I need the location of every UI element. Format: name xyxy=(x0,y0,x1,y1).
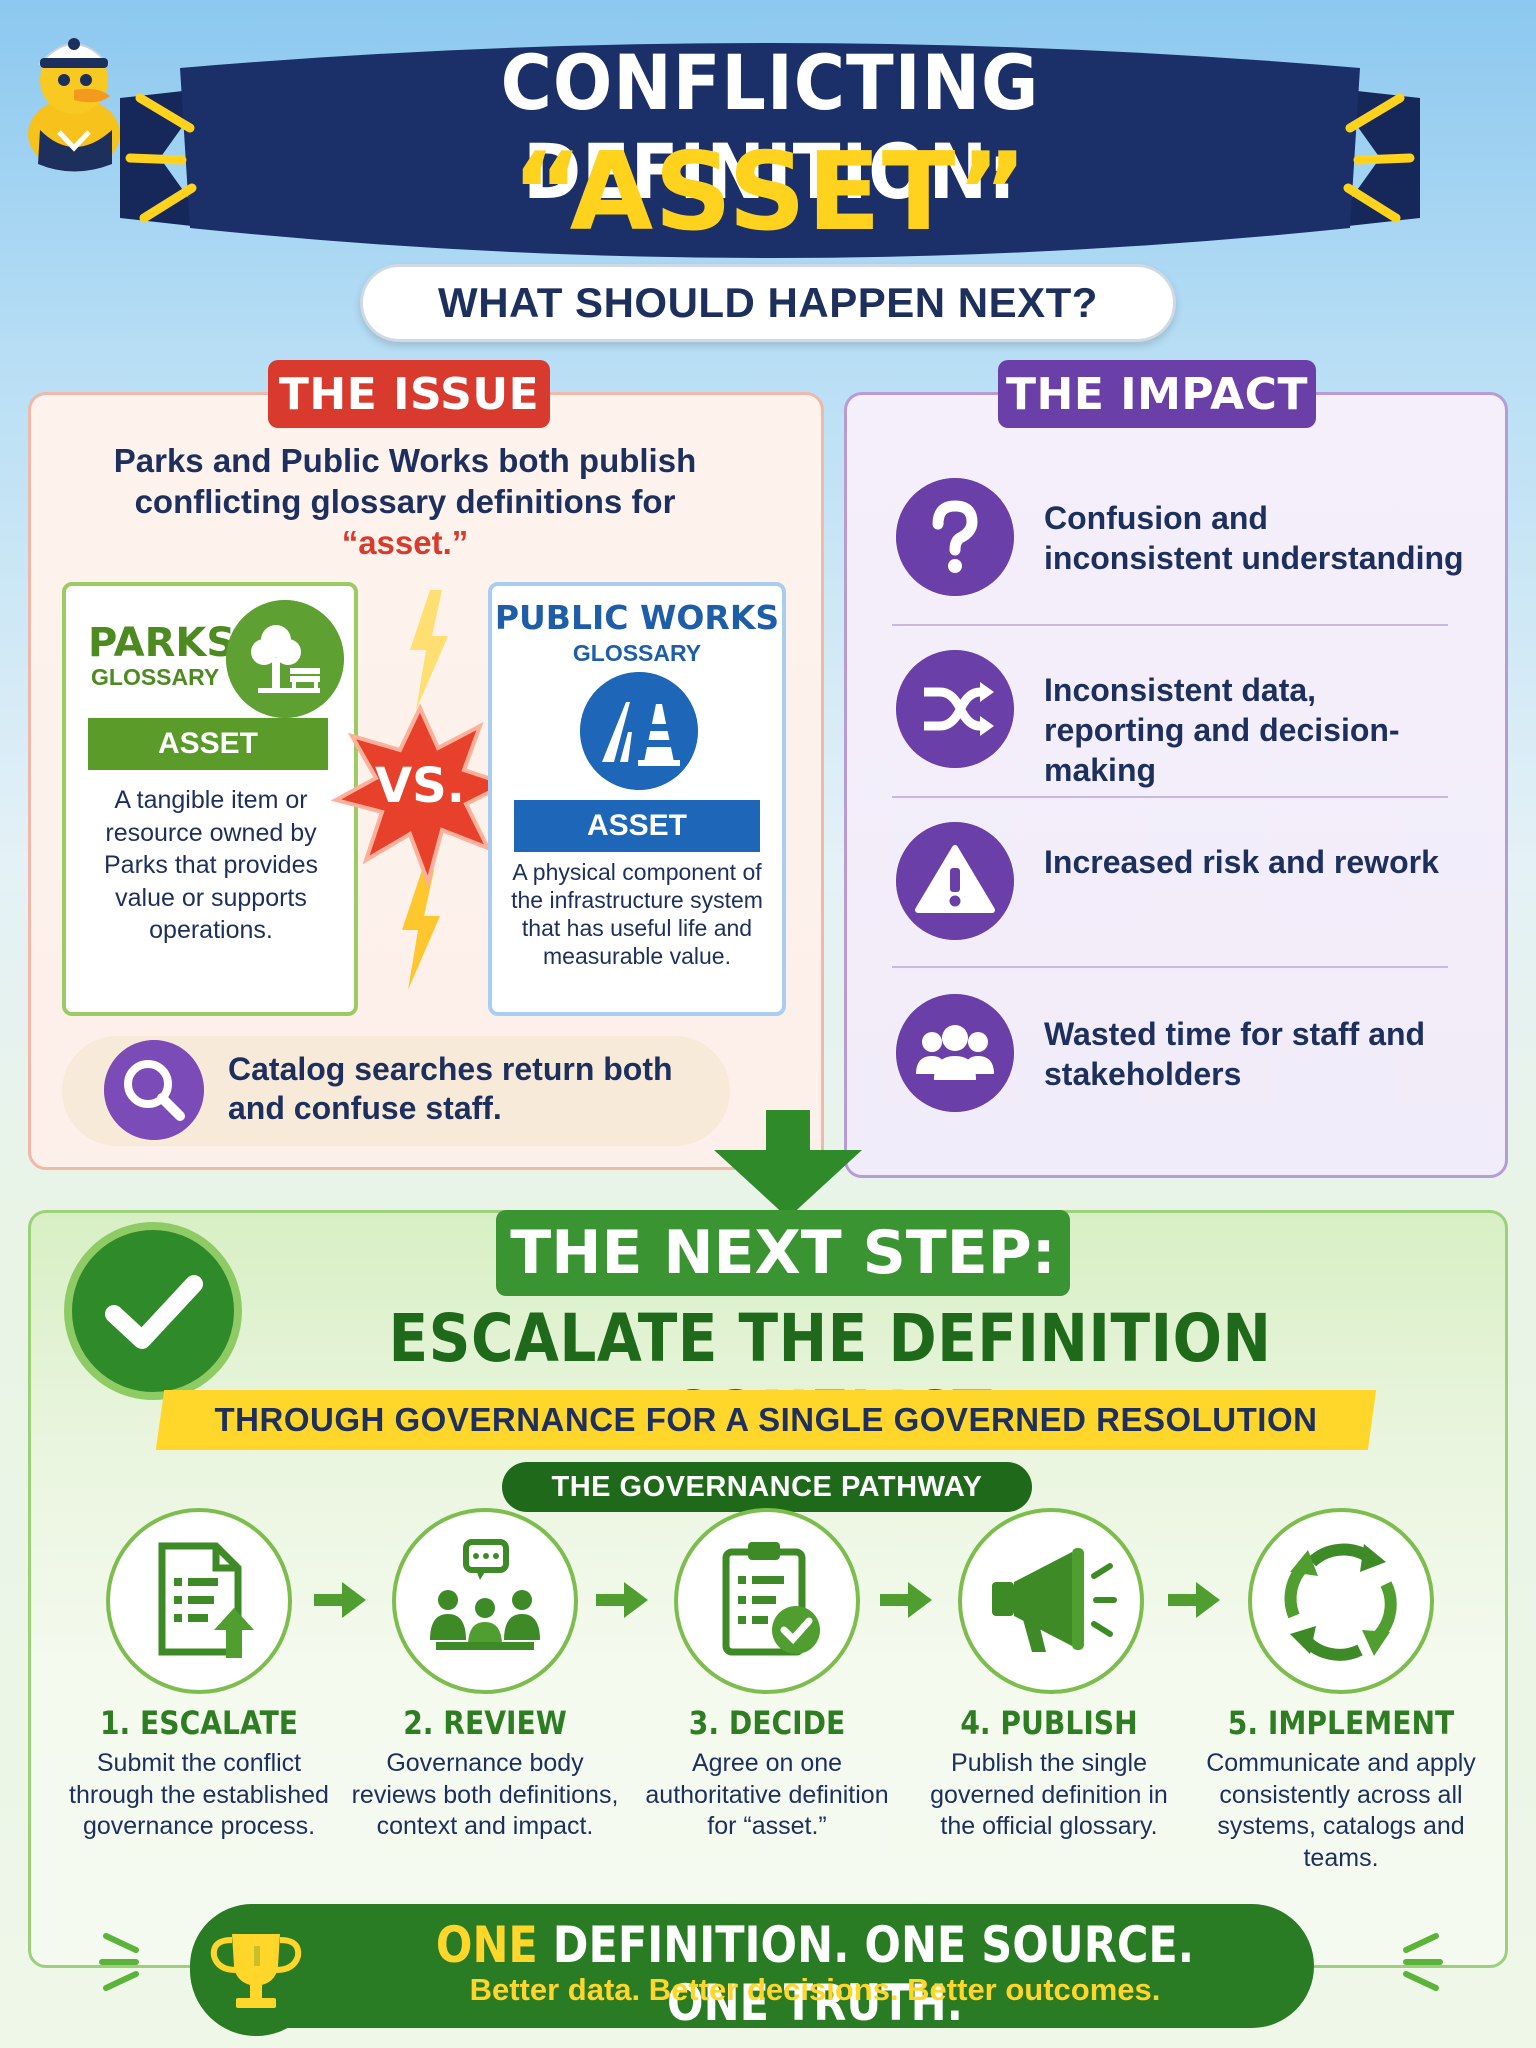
sparkle-lines-icon xyxy=(1403,1933,1443,1991)
arrow-right-icon xyxy=(1168,1582,1220,1618)
impact-item: Inconsistent data, reporting and decisio… xyxy=(896,650,1456,788)
footer-headline-rest: DEFINITION. ONE SOURCE. ONE TRUTH. xyxy=(537,1916,1195,2032)
issue-term: “asset.” xyxy=(341,524,469,561)
issue-description-text: Parks and Public Works both publish conf… xyxy=(113,442,697,520)
footer-headline: ONE DEFINITION. ONE SOURCE. ONE TRUTH. xyxy=(389,1916,1240,2032)
impact-text: Inconsistent data, reporting and decisio… xyxy=(1044,672,1400,788)
document-upload-icon xyxy=(106,1508,292,1694)
public-works-term-label: ASSET xyxy=(514,800,760,852)
arrow-right-icon xyxy=(880,1582,932,1618)
arrow-down-icon xyxy=(714,1110,862,1218)
page-subtitle: WHAT SHOULD HAPPEN NEXT? xyxy=(360,264,1176,342)
impact-text: Increased risk and rework xyxy=(1044,844,1439,880)
parks-card-subtitle: GLOSSARY xyxy=(91,664,220,690)
pathway-label: THE GOVERNANCE PATHWAY xyxy=(502,1462,1032,1512)
sparkle-lines-icon xyxy=(99,1933,139,1991)
arrow-right-icon xyxy=(314,1582,366,1618)
next-step-subtitle: THROUGH GOVERNANCE FOR A SINGLE GOVERNED… xyxy=(214,1401,1318,1438)
impact-item: Increased risk and rework xyxy=(896,822,1456,946)
sailor-duck-mascot-icon xyxy=(28,38,120,172)
trophy-icon xyxy=(190,1904,322,2036)
vs-label: VS. xyxy=(375,758,465,814)
public-works-card-subtitle: GLOSSARY xyxy=(572,640,702,666)
step-description: Agree on one authoritative definition fo… xyxy=(645,1749,889,1840)
parks-term-label: ASSET xyxy=(88,718,328,770)
next-step-title: ESCALATE THE DEFINITION CONFLICT xyxy=(388,1300,1272,1454)
step-title: 1. ESCALATE xyxy=(99,1704,299,1742)
public-works-card-title: PUBLIC WORKS xyxy=(494,598,780,637)
road-cone-icon xyxy=(580,672,698,790)
step-title: 5. IMPLEMENT xyxy=(1227,1704,1455,1742)
search-note-text: Catalog searches return both and confuse… xyxy=(228,1051,673,1126)
next-step-tag: THE NEXT STEP: xyxy=(496,1210,1070,1296)
step-description: Communicate and apply consistently acros… xyxy=(1206,1749,1476,1872)
step-title: 2. REVIEW xyxy=(403,1704,567,1742)
lightning-bolt-icon xyxy=(402,870,440,990)
footer-tagline: Better data. Better decisions. Better ou… xyxy=(469,1972,1161,2007)
meeting-icon xyxy=(392,1508,578,1694)
lightning-bolt-icon xyxy=(410,590,448,710)
step-title: 3. DECIDE xyxy=(688,1704,846,1742)
vs-burst-icon xyxy=(330,703,510,889)
impact-divider xyxy=(892,624,1448,626)
arrow-right-icon xyxy=(596,1582,648,1618)
public-works-glossary-card xyxy=(488,582,786,1016)
public-works-definition: A physical component of the infrastructu… xyxy=(511,859,763,969)
search-icon xyxy=(104,1040,204,1140)
issue-description: Parks and Public Works both publish conf… xyxy=(80,440,730,563)
page-title-term: “ASSET” xyxy=(511,130,1029,255)
step-description: Governance body reviews both definitions… xyxy=(351,1749,619,1840)
impact-divider xyxy=(892,796,1448,798)
step-description: Publish the single governed definition i… xyxy=(930,1749,1168,1840)
megaphone-icon xyxy=(958,1508,1144,1694)
parks-definition: A tangible item or resource owned by Par… xyxy=(104,786,318,944)
page-title: CONFLICTING DEFINITION: xyxy=(500,38,1040,216)
issue-tag: THE ISSUE xyxy=(268,360,550,428)
footer-headline-first: ONE xyxy=(435,1916,538,1974)
shuffle-icon xyxy=(896,650,1014,768)
impact-text: Confusion and inconsistent understanding xyxy=(1044,500,1464,576)
impact-item: Confusion and inconsistent understanding xyxy=(896,478,1464,602)
checkmark-icon xyxy=(64,1222,242,1400)
step-description: Submit the conflict through the establis… xyxy=(69,1749,329,1840)
impact-divider xyxy=(892,966,1448,968)
impact-text: Wasted time for staff and stakeholders xyxy=(1044,1016,1426,1092)
clipboard-check-icon xyxy=(674,1508,860,1694)
step-title: 4. PUBLISH xyxy=(960,1704,1138,1742)
tree-bench-icon xyxy=(226,600,344,718)
parks-card-title: PARKS xyxy=(88,620,236,666)
question-icon xyxy=(896,478,1014,596)
people-icon xyxy=(896,994,1014,1112)
cycle-icon xyxy=(1248,1508,1434,1694)
impact-item: Wasted time for staff and stakeholders xyxy=(896,994,1456,1118)
warning-icon xyxy=(896,822,1014,940)
impact-tag: THE IMPACT xyxy=(998,360,1316,428)
title-ribbon-banner xyxy=(120,43,1420,258)
footer-banner xyxy=(190,1904,1314,2028)
